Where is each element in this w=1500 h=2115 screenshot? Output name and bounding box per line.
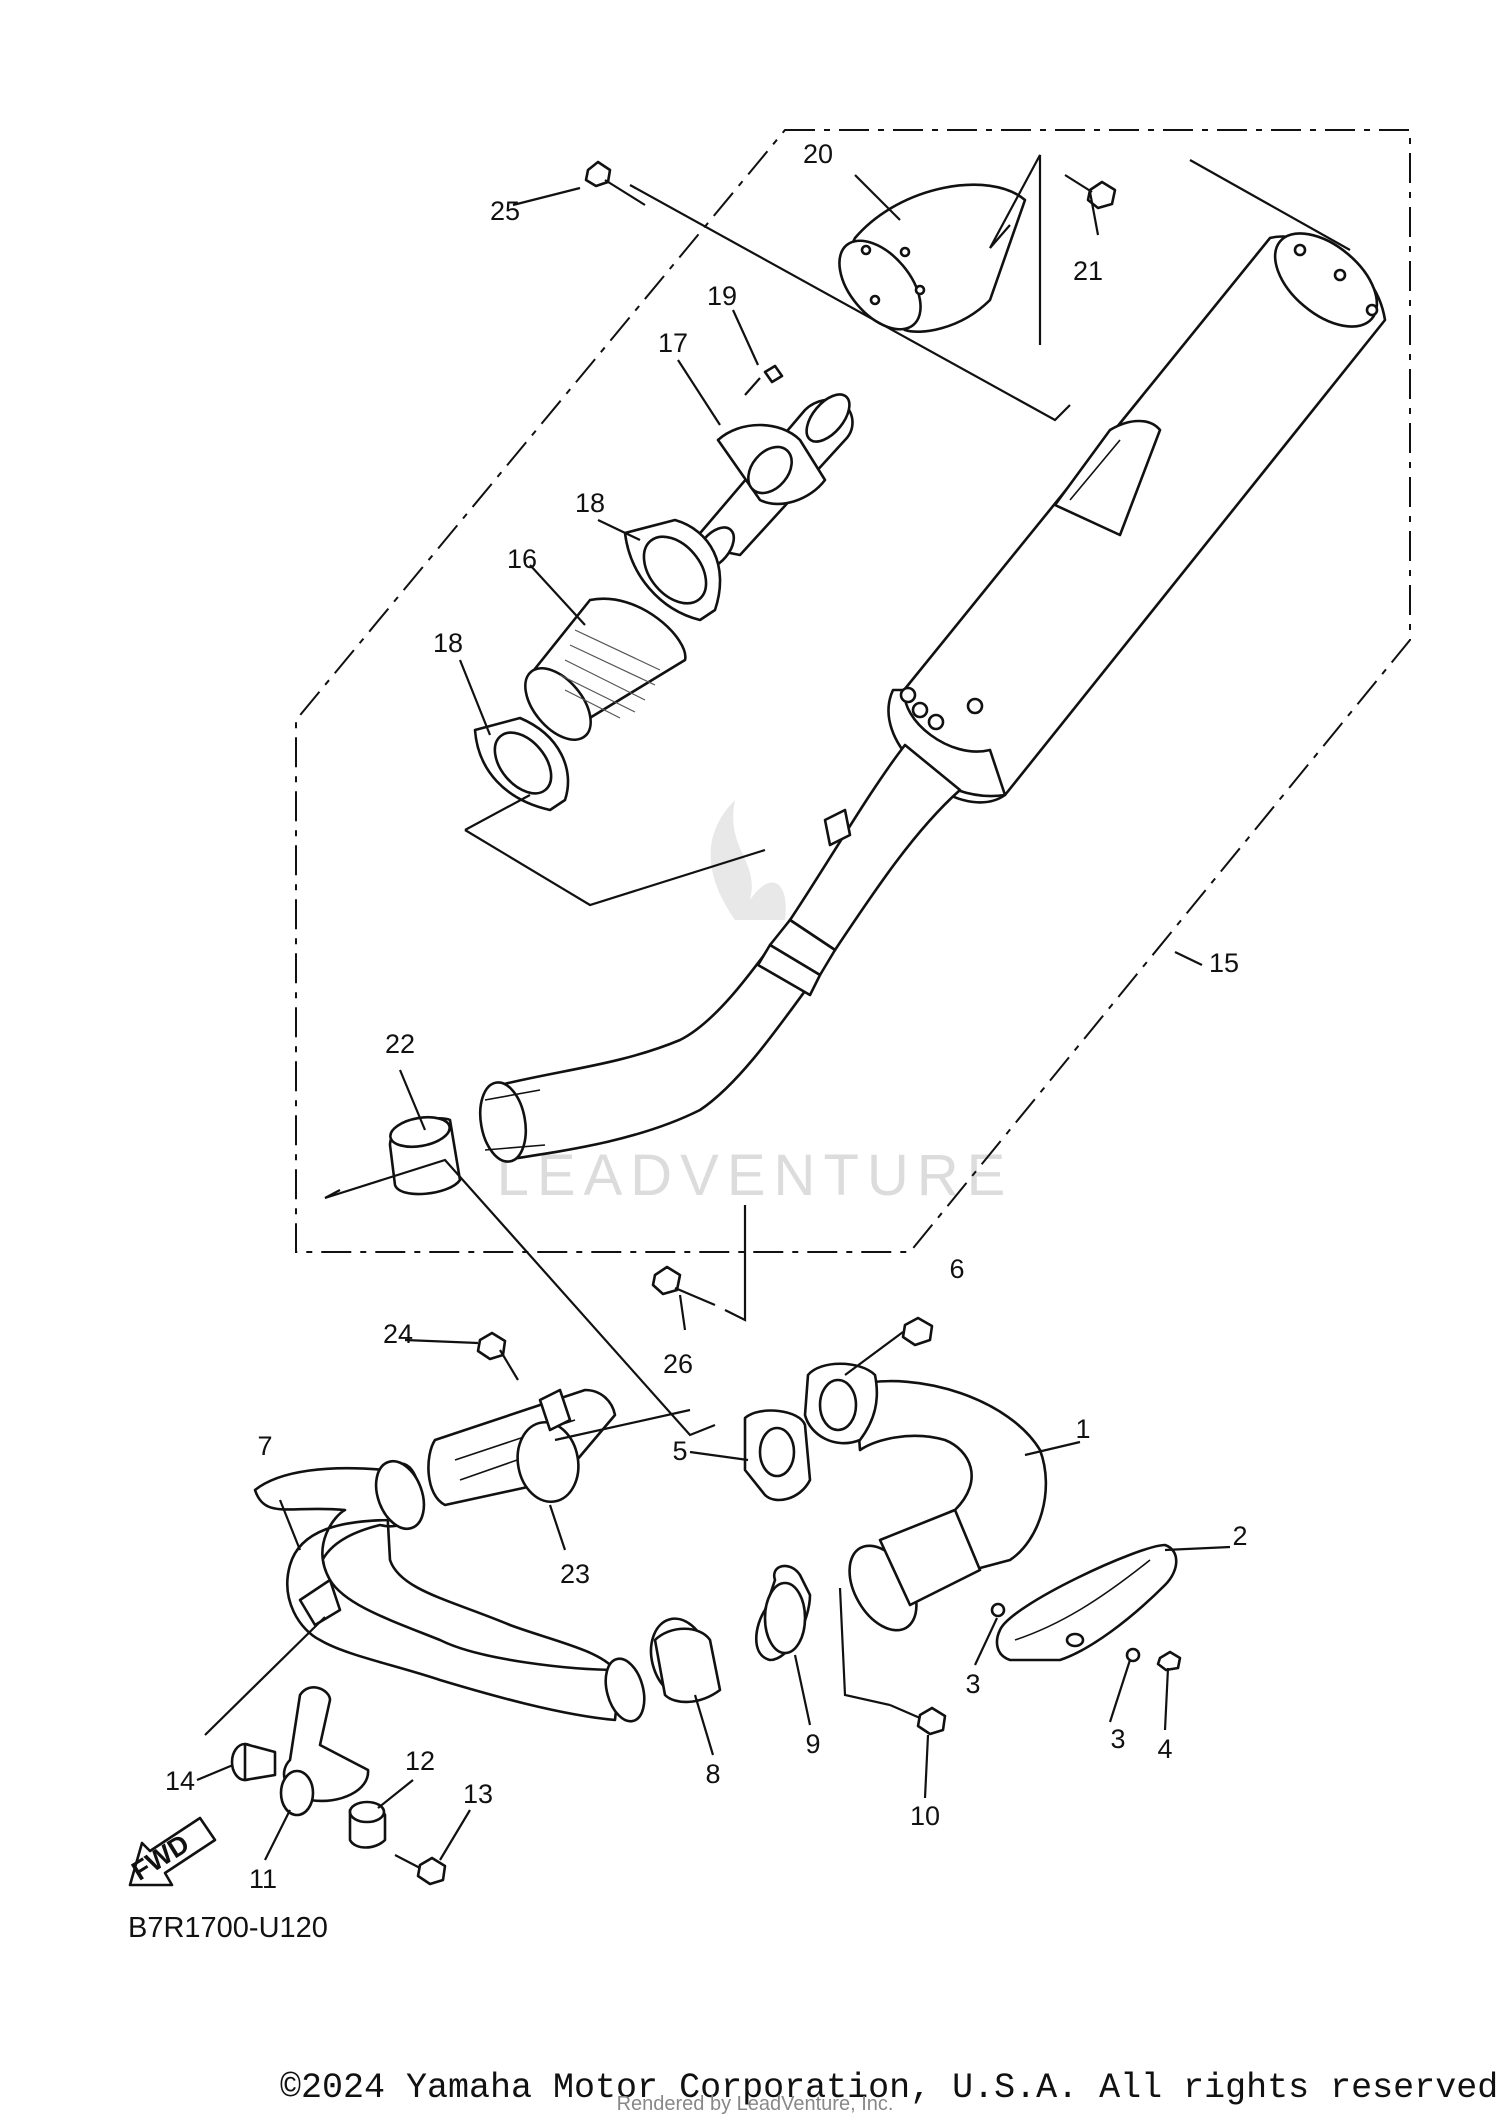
header-pipe-part-7	[253, 1459, 646, 1723]
bolt-part-21	[1064, 174, 1117, 210]
gasket-part-18-upper	[623, 518, 722, 622]
callout-numbers: 20 21 25 19 17 18 16 18 15 22 6 24 26 1 …	[165, 139, 1248, 1894]
callout-2: 2	[1232, 1521, 1247, 1551]
muffler	[478, 232, 1387, 1163]
callout-19: 19	[707, 281, 737, 311]
callout-13: 13	[463, 1779, 493, 1809]
header-pipe-part-1	[803, 1362, 1048, 1632]
inner-pipe-part-17	[688, 393, 854, 570]
collar-part-8	[649, 1617, 722, 1704]
gasket-part-18-lower	[473, 716, 570, 812]
callout-18-upper: 18	[575, 488, 605, 518]
callout-5: 5	[672, 1436, 687, 1466]
bolt-part-26	[651, 1205, 747, 1322]
callout-15: 15	[1209, 948, 1239, 978]
callout-4: 4	[1157, 1734, 1172, 1764]
callout-18-lower: 18	[433, 628, 463, 658]
collar-part-14	[230, 1742, 277, 1782]
callout-20: 20	[803, 139, 833, 169]
callout-16: 16	[507, 544, 537, 574]
end-cap-part-20	[838, 183, 1027, 333]
callout-8: 8	[705, 1759, 720, 1789]
callout-11: 11	[249, 1864, 277, 1894]
callout-14: 14	[165, 1766, 195, 1796]
spark-arrestor-part-16	[524, 597, 687, 741]
collar-part-22	[388, 1115, 462, 1196]
callout-12: 12	[405, 1746, 435, 1776]
callout-17: 17	[658, 328, 688, 358]
diagram-code: B7R1700-U120	[128, 1912, 328, 1944]
bolt-part-4	[1156, 1650, 1182, 1672]
callout-22: 22	[385, 1029, 415, 1059]
forward-direction-arrow: FWD	[126, 1816, 217, 1886]
svg-text:LEADVENTURE: LEADVENTURE	[497, 1143, 1014, 1208]
callout-leaders	[196, 174, 1231, 1861]
collar-part-12	[348, 1800, 387, 1849]
callout-26: 26	[663, 1349, 693, 1379]
callout-25: 25	[490, 196, 520, 226]
callout-6: 6	[949, 1254, 964, 1284]
bolt-part-10	[838, 1587, 947, 1736]
rendered-by-watermark: Rendered by LeadVenture, Inc.	[617, 2093, 894, 2115]
heat-guard-part-2	[995, 1543, 1178, 1662]
callout-21: 21	[1073, 256, 1103, 286]
bolt-part-13	[394, 1854, 447, 1886]
bolt-part-25	[584, 160, 646, 206]
callout-1: 1	[1075, 1414, 1090, 1444]
callout-9: 9	[805, 1729, 820, 1759]
bolt-part-19	[744, 364, 784, 396]
bracket-part-11	[279, 1686, 370, 1817]
callout-3-left: 3	[965, 1669, 980, 1699]
clamp-part-9	[755, 1564, 812, 1662]
callout-3-right: 3	[1110, 1724, 1125, 1754]
nut-part-6	[844, 1316, 934, 1376]
copyright-notice: ©2024 Yamaha Motor Corporation, U.S.A. A…	[280, 2068, 1500, 2108]
callout-24: 24	[383, 1319, 413, 1349]
leadventure-watermark: LEADVENTURE	[497, 800, 1014, 1208]
bolt-part-24	[476, 1331, 519, 1381]
washer-part-3-b	[1125, 1647, 1141, 1663]
washer-part-3-a	[990, 1602, 1006, 1618]
bracket-part-23	[427, 1388, 617, 1507]
callout-23: 23	[560, 1559, 590, 1589]
callout-7: 7	[257, 1431, 272, 1461]
gasket-part-5	[743, 1409, 812, 1502]
callout-10: 10	[910, 1801, 940, 1831]
